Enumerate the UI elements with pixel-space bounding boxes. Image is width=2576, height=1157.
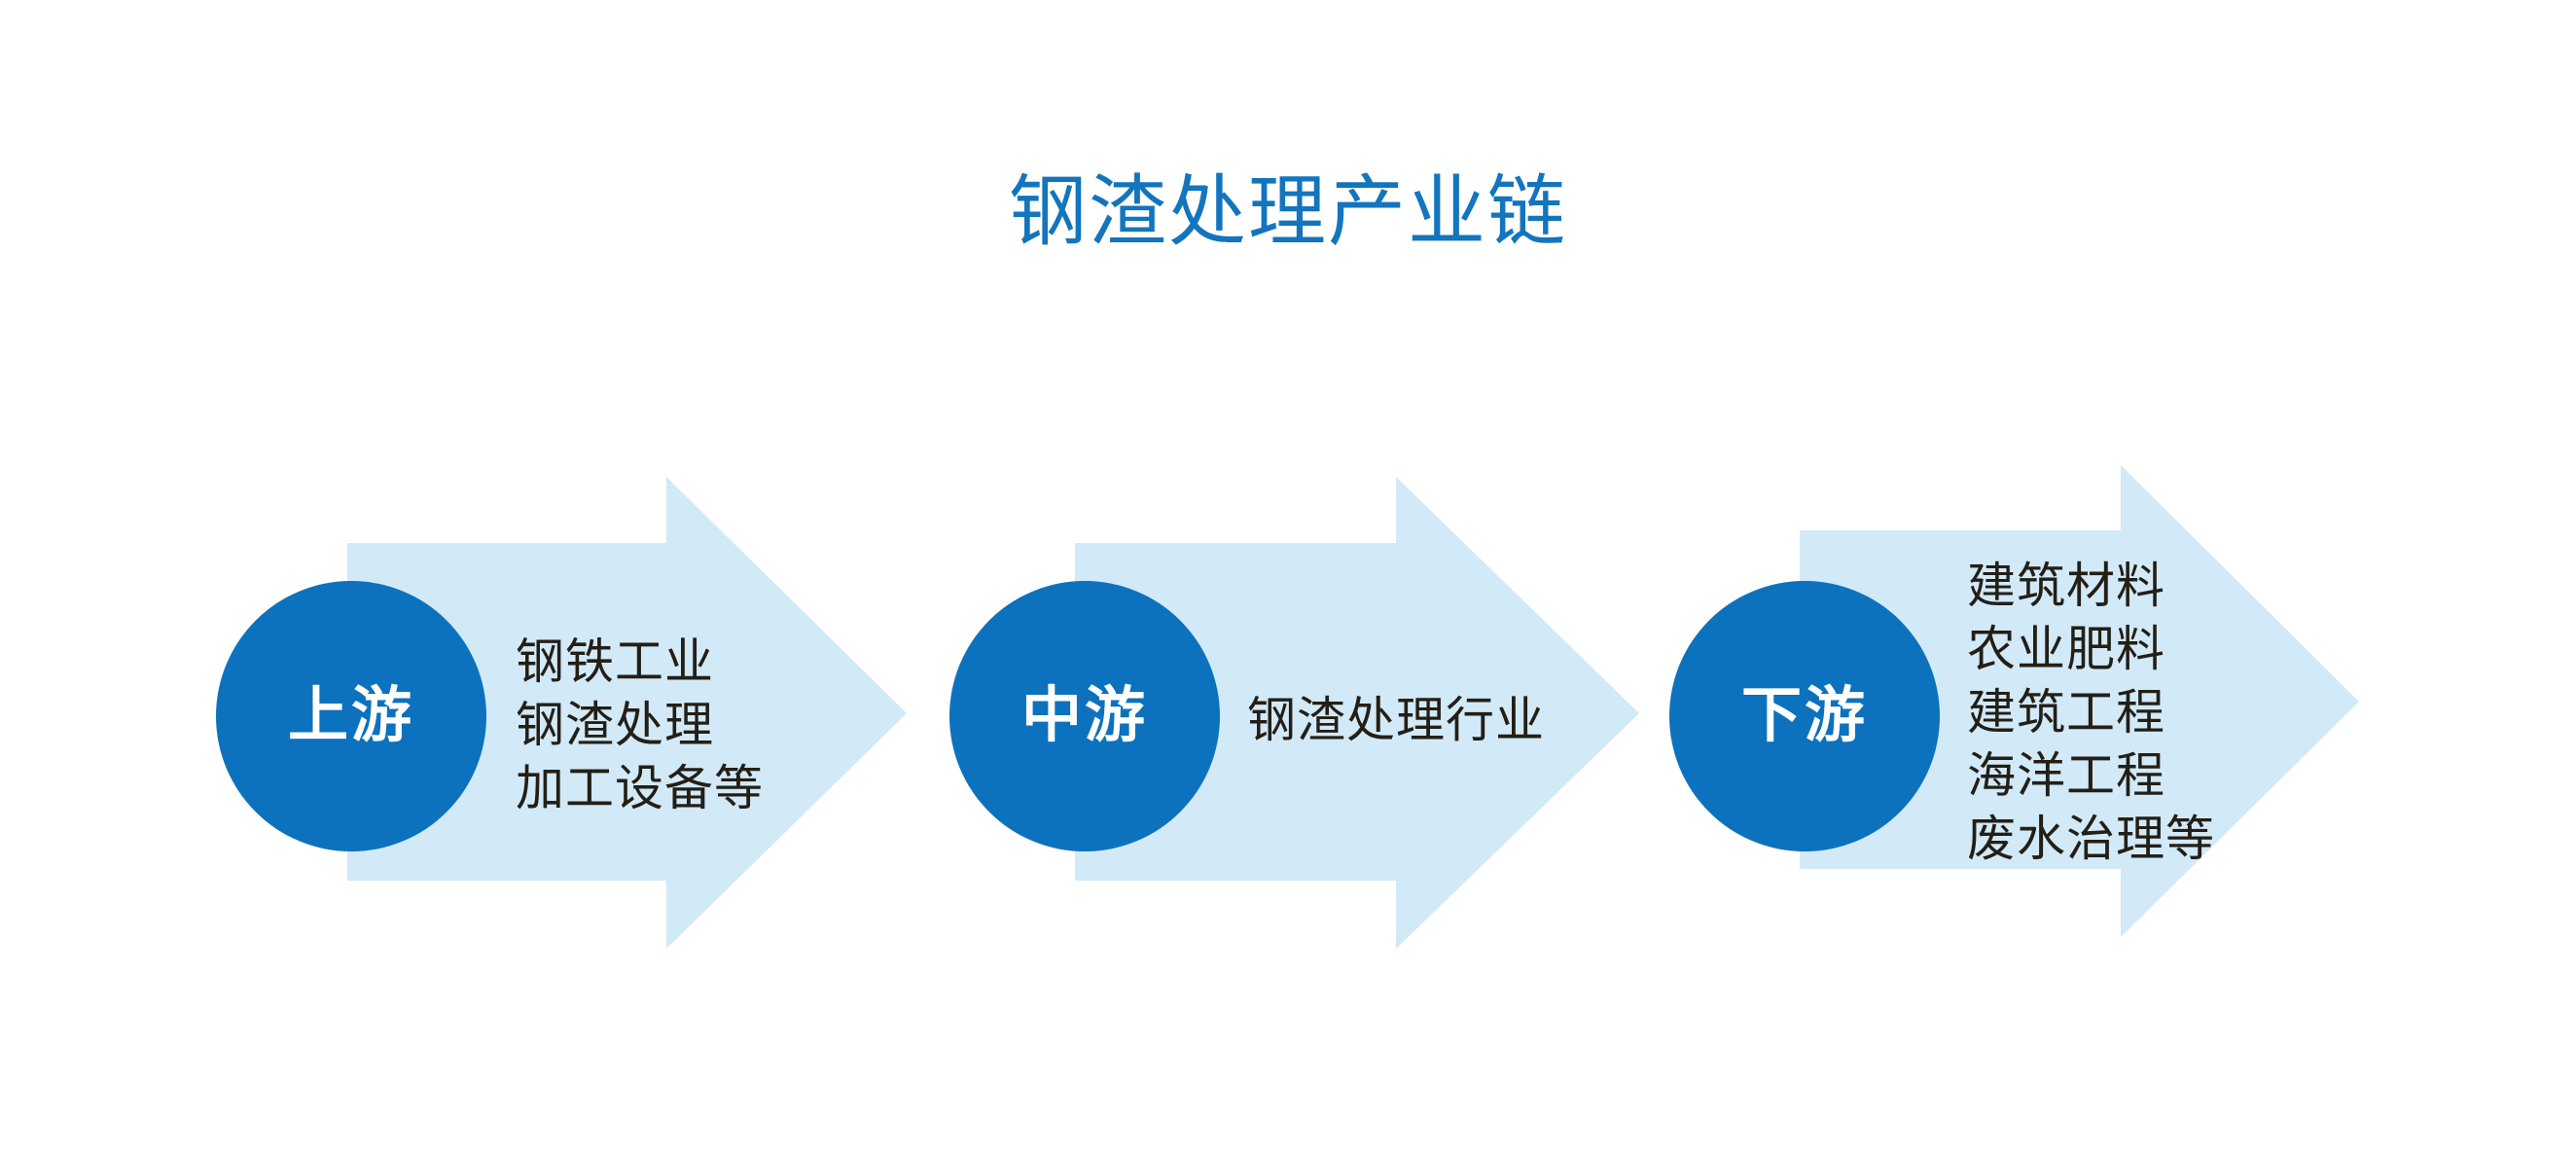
list-item: 建筑材料 xyxy=(1967,559,2165,613)
stage-badge-downstream[interactable]: 下游 xyxy=(1669,581,1940,851)
arrow-upstream xyxy=(347,477,907,949)
stage-badge-label-midstream: 中游 xyxy=(1020,682,1148,749)
list-item: 钢渣处理 xyxy=(516,698,714,752)
list-item: 钢铁工业 xyxy=(516,634,714,689)
stage-description-downstream: 建筑材料 农业肥料 建筑工程 海洋工程 废水治理等 xyxy=(1967,555,2215,871)
list-item: 钢渣处理行业 xyxy=(1247,693,1545,747)
stage-badge-label-downstream: 下游 xyxy=(1740,682,1868,749)
page-title: 钢渣处理产业链 xyxy=(1009,168,1567,255)
stage-badge-upstream[interactable]: 上游 xyxy=(216,581,486,851)
arrow-midstream xyxy=(1075,477,1639,949)
stage-description-midstream: 钢渣处理行业 xyxy=(1247,689,1545,752)
list-item: 农业肥料 xyxy=(1967,622,2165,676)
list-item: 加工设备等 xyxy=(516,761,764,815)
list-item: 建筑工程 xyxy=(1967,685,2165,740)
stage-badge-label-upstream: 上游 xyxy=(287,682,414,749)
stage-badge-midstream[interactable]: 中游 xyxy=(949,581,1220,851)
arrow-downstream xyxy=(1800,465,2359,937)
stage-description-upstream: 钢铁工业 钢渣处理 加工设备等 xyxy=(516,631,764,820)
list-item: 海洋工程 xyxy=(1967,748,2165,803)
list-item: 废水治理等 xyxy=(1967,812,2215,866)
